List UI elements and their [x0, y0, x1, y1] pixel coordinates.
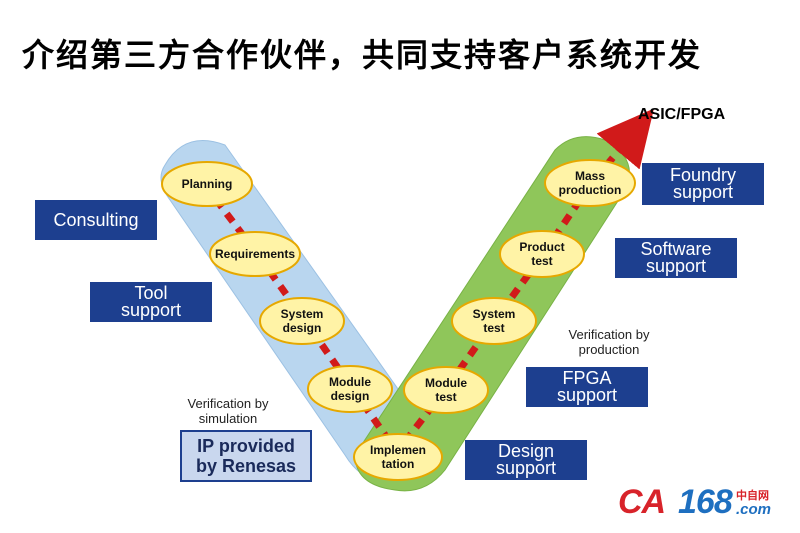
- note-line: simulation: [198, 411, 258, 426]
- stage-module-test: Module test: [403, 366, 489, 414]
- asic-fpga-label: ASIC/FPGA: [638, 106, 726, 123]
- stage-label: Requirements: [215, 247, 295, 261]
- stage-label: tation: [382, 457, 415, 471]
- stage-label: System: [473, 307, 516, 321]
- note-line: Verification by: [187, 396, 269, 411]
- box-label: support: [120, 300, 182, 320]
- stage-label: production: [559, 183, 622, 197]
- stage-label: design: [283, 321, 322, 335]
- stage-label: test: [483, 321, 504, 335]
- stage-system-test: System test: [451, 297, 537, 345]
- stage-mass-production: Mass production: [544, 159, 636, 207]
- process-arrow: [202, 108, 654, 458]
- stage-label: Product: [519, 240, 564, 254]
- stage-label: Planning: [182, 177, 233, 191]
- ip-provided-box: IP provided by Renesas: [180, 430, 312, 482]
- stage-label: System: [281, 307, 324, 321]
- note-line: production: [578, 342, 640, 357]
- stage-label: test: [435, 390, 456, 404]
- ca168-logo: CA 168 中自网 .com: [618, 483, 783, 523]
- ip-label: IP provided: [197, 436, 295, 456]
- stage-label: Module: [425, 376, 467, 390]
- box-label: Foundry: [669, 165, 737, 185]
- box-label: Consulting: [53, 209, 139, 230]
- stage-system-design: System design: [259, 297, 345, 345]
- box-label: FPGA: [562, 368, 612, 388]
- box-label: Software: [640, 239, 712, 259]
- logo-ca: CA: [618, 483, 666, 521]
- fpga-support-box: FPGA support: [526, 367, 648, 407]
- production-note: Verification by production: [553, 327, 665, 357]
- stage-module-design: Module design: [307, 365, 393, 413]
- logo-cn: 中自网: [736, 489, 769, 502]
- box-label: support: [645, 256, 707, 276]
- box-label: support: [495, 458, 557, 478]
- consulting-box: Consulting: [35, 200, 157, 240]
- stage-label: Implemen: [370, 443, 426, 457]
- logo-com: .com: [736, 501, 772, 518]
- box-label: support: [556, 385, 618, 405]
- stage-label: Mass: [575, 169, 605, 183]
- software-support-box: Software support: [615, 238, 737, 278]
- stage-label: design: [331, 389, 370, 403]
- box-label: support: [672, 182, 734, 202]
- tool-support-box: Tool support: [90, 282, 212, 322]
- stage-requirements: Requirements: [209, 231, 301, 277]
- stage-planning: Planning: [161, 161, 253, 207]
- logo-number: 168: [678, 483, 733, 521]
- page-title: 介绍第三方合作伙伴，共同支持客户系统开发: [22, 36, 703, 74]
- simulation-note: Verification by simulation: [172, 396, 284, 426]
- stage-product-test: Product test: [499, 230, 585, 278]
- ip-label: by Renesas: [195, 456, 297, 476]
- stage-label: Module: [329, 375, 371, 389]
- box-label: Tool: [134, 283, 168, 303]
- foundry-support-box: Foundry support: [642, 163, 764, 205]
- stage-label: test: [531, 254, 552, 268]
- design-support-box: Design support: [465, 440, 587, 480]
- note-line: Verification by: [568, 327, 650, 342]
- stage-implementation: Implemen tation: [353, 433, 443, 481]
- box-label: Design: [497, 441, 555, 461]
